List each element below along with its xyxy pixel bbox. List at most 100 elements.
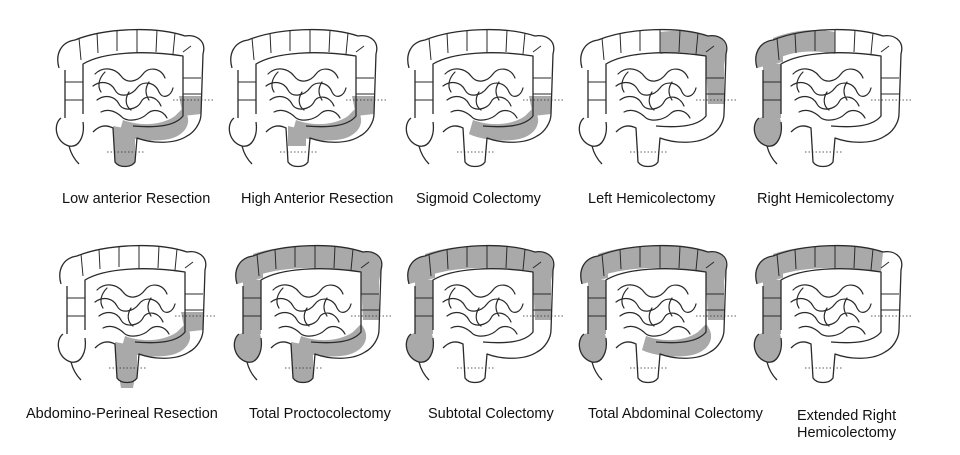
caption-line: Left Hemicolectomy	[588, 191, 716, 207]
resected-rectum	[115, 342, 137, 383]
colon-inner-wall	[255, 52, 357, 128]
haustra-mark	[853, 29, 856, 53]
haustra-mark	[522, 32, 526, 55]
caption-line: Low anterior Resection	[62, 191, 211, 207]
small-intestine-loop	[271, 71, 279, 93]
resected-segments	[754, 30, 835, 147]
intestine-illustration	[753, 244, 911, 384]
resected-cecum	[754, 330, 782, 363]
caption-line: Extended Right	[797, 408, 897, 424]
colon-inner-wall	[260, 268, 362, 344]
haustra-mark	[251, 37, 255, 61]
intestine-illustration	[405, 28, 563, 168]
small-intestine-loop	[444, 284, 516, 298]
haustra-mark	[256, 253, 260, 277]
small-intestine-loop	[102, 325, 170, 337]
haustra-mark	[345, 32, 349, 55]
small-intestine-loop	[648, 91, 655, 111]
small-intestine-loop	[619, 95, 685, 110]
colon-outer-wall	[580, 244, 728, 384]
small-intestine-loop	[623, 325, 691, 337]
resection-margin	[109, 315, 215, 369]
small-intestine-loop	[298, 91, 305, 111]
haustra-mark	[794, 248, 797, 270]
caption-high-anterior-resection: High Anterior Resection	[241, 191, 393, 208]
haustra-mark	[619, 32, 622, 54]
haustra-mark	[446, 32, 449, 54]
haustra-marks	[415, 245, 551, 317]
small-intestine-loop	[823, 307, 830, 327]
intestine-illustration	[405, 244, 563, 384]
small-intestine-loop	[475, 91, 482, 111]
resected-sigmoid	[121, 324, 191, 357]
small-intestine-loop	[446, 95, 512, 110]
haustra-marks	[588, 29, 724, 101]
small-intestine-loop	[269, 95, 335, 110]
haustra-mark	[705, 261, 715, 269]
resection-margin	[805, 315, 911, 369]
small-intestine-loop	[442, 297, 524, 313]
panel-total-abdominal-colectomy	[568, 238, 748, 388]
haustra-mark	[695, 248, 699, 271]
small-intestine-loop	[270, 297, 352, 313]
small-intestine-loop	[92, 81, 174, 97]
small-intestine-loop	[96, 284, 168, 298]
small-intestine-loop	[98, 71, 106, 93]
haustra-marks	[67, 245, 203, 317]
caption-line: Right Hemicolectomy	[757, 191, 894, 207]
small-intestine	[615, 68, 697, 121]
resected-ascending	[243, 278, 261, 334]
haustra-mark	[601, 253, 605, 277]
small-intestine-loop	[798, 109, 866, 121]
resected-transverse	[425, 245, 535, 276]
small-intestine-loop	[303, 307, 310, 327]
small-intestine-loop	[617, 284, 689, 298]
appendix-outline	[766, 145, 778, 165]
resection-margin	[285, 315, 391, 369]
small-intestine-loop	[796, 287, 804, 309]
appendix-outline	[68, 145, 80, 165]
haustra-mark	[96, 32, 99, 54]
haustra-mark	[870, 32, 874, 55]
haustra-mark	[678, 245, 681, 269]
haustra-mark	[78, 37, 82, 61]
small-intestine-loop	[100, 287, 108, 309]
colon-outer-wall	[755, 244, 903, 384]
small-intestine	[790, 284, 872, 337]
caption-subtotal-colectomy: Subtotal Colectomy	[428, 406, 554, 423]
colon-inner-wall	[432, 268, 534, 344]
panel-low-anterior-resection	[45, 22, 225, 172]
resected-cecum	[406, 330, 434, 363]
resection-margin	[280, 99, 386, 153]
caption-line: Abdomino-Perineal Resection	[26, 406, 218, 422]
haustra-mark	[794, 32, 797, 54]
small-intestine-loop	[450, 325, 518, 337]
caption-line: High Anterior Resection	[241, 191, 394, 207]
colon-outline	[55, 28, 205, 168]
small-intestine-loop	[273, 109, 341, 121]
resected-sigmoid	[297, 324, 367, 357]
colon-inner-wall	[84, 268, 186, 344]
caption-abdomino-perineal-resection: Abdomino-Perineal Resection	[26, 406, 218, 423]
caption-right-hemicolectomy: Right Hemicolectomy	[757, 191, 894, 208]
small-intestine-loop	[265, 81, 347, 97]
panel-subtotal-colectomy	[395, 238, 575, 388]
haustra-mark	[776, 253, 780, 277]
haustra-marks	[65, 29, 201, 101]
resected-cecum	[234, 330, 262, 363]
caption-low-anterior-resection: Low anterior Resection	[62, 191, 210, 208]
haustra-mark	[184, 261, 194, 269]
small-intestine	[265, 68, 347, 121]
colon-outline	[233, 244, 383, 384]
resected-rectum	[113, 126, 135, 167]
small-intestine-loop	[94, 68, 166, 82]
cecum-outline	[405, 117, 435, 147]
small-intestine-loop	[147, 297, 152, 317]
small-intestine-loop	[98, 311, 164, 326]
resection-margin	[107, 99, 213, 153]
colon-outline	[578, 244, 728, 384]
colon-outer-wall	[755, 28, 903, 168]
intestine-illustration	[55, 28, 213, 168]
small-intestine-loop	[125, 91, 132, 111]
cecum-outline	[57, 333, 87, 363]
